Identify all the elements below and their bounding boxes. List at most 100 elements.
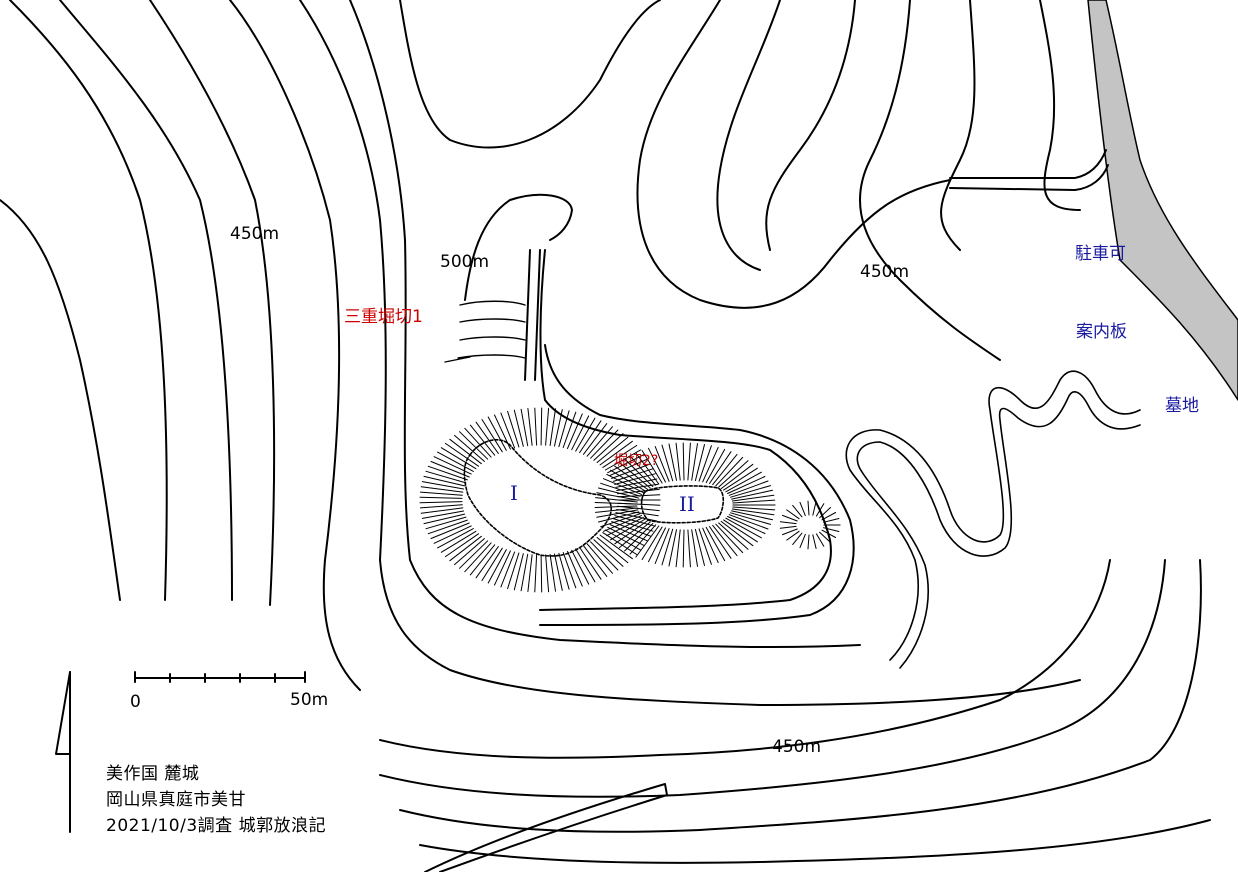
hachure-stroke	[718, 522, 749, 550]
hachure-stroke	[494, 550, 511, 586]
hachure-stroke	[723, 519, 758, 543]
hachure-stroke	[815, 503, 825, 517]
hachure-stroke	[464, 427, 492, 458]
contours-east	[399, 0, 1109, 361]
hachure-stroke	[554, 409, 563, 447]
hachure-stroke	[534, 554, 538, 593]
elevation-label-450-south: 450m	[772, 737, 822, 757]
hachure-stroke	[635, 452, 660, 485]
hachure-stroke	[728, 514, 769, 530]
hachure-stroke	[725, 517, 762, 539]
hachure-stroke	[596, 492, 639, 501]
hachure-stroke	[609, 458, 648, 476]
hachure-stroke	[449, 438, 482, 465]
hachure-stroke	[549, 554, 556, 592]
hachure-stroke	[481, 419, 503, 453]
hachure-stroke	[599, 534, 633, 560]
hachure-stroke	[481, 547, 503, 581]
hachure-stroke	[702, 527, 719, 564]
hachure-stroke	[648, 447, 666, 483]
bailey-1-outline	[463, 439, 613, 557]
hachure-stroke	[594, 505, 638, 508]
hachure-stroke	[614, 465, 649, 490]
hachure-stroke	[675, 442, 681, 481]
hachure-stroke	[815, 533, 825, 547]
hachure-stroke	[487, 416, 507, 451]
bailey-2-outline	[640, 485, 725, 524]
hachure-stroke	[730, 485, 771, 498]
hachure-stroke	[419, 496, 463, 499]
hachure-stroke	[779, 525, 797, 529]
hachure-stroke	[603, 515, 642, 532]
hachure-stroke	[430, 522, 470, 539]
hachure-stroke	[575, 417, 596, 452]
hachure-stroke	[459, 431, 489, 460]
hachure-stroke	[698, 445, 712, 482]
hachure-stroke	[419, 491, 463, 496]
hachure-stroke	[507, 410, 520, 448]
hachure-stroke	[812, 534, 817, 549]
hachure-stroke	[545, 554, 550, 593]
hachure-stroke	[694, 444, 705, 482]
hachure-stroke	[629, 455, 657, 486]
hachure-stroke	[687, 442, 691, 481]
hachure-stroke	[423, 475, 466, 487]
hachure-stroke	[712, 524, 738, 557]
hachure-stroke	[427, 465, 468, 481]
hachure-stroke	[603, 478, 642, 495]
hachure-stroke	[821, 529, 837, 538]
access-path	[845, 370, 1141, 661]
hachure-stroke	[668, 529, 677, 567]
hachure-stroke	[430, 461, 470, 478]
hachure-stroke	[562, 552, 577, 589]
hachure-stroke	[444, 533, 479, 558]
hachure-stroke	[732, 506, 776, 511]
hachure-stroke	[459, 540, 489, 569]
hachure-stroke	[610, 469, 646, 492]
hachure-stroke	[586, 543, 613, 574]
hachure-stroke	[540, 407, 543, 446]
elevation-label-450-east: 450m	[860, 262, 910, 282]
hachure-stroke	[821, 512, 837, 521]
hachure-stroke	[725, 471, 762, 493]
hachure-stroke	[604, 449, 642, 471]
southern-ridge-bar	[424, 783, 668, 872]
hachure-stroke	[600, 513, 641, 528]
hachure-stroke	[607, 453, 645, 474]
hachure-stroke	[507, 552, 520, 590]
hachure-stroke	[500, 551, 516, 588]
hachure-stroke	[469, 424, 496, 456]
hachure-stroke	[421, 510, 465, 519]
hachure-stroke	[731, 494, 775, 502]
hachure-stroke	[819, 531, 831, 543]
hachure-stroke	[709, 526, 732, 559]
hachure-stroke	[691, 443, 698, 481]
hachure-stroke	[720, 520, 754, 547]
hachure-stroke	[792, 504, 803, 518]
hachure-stroke	[619, 521, 651, 548]
hachure-stroke	[727, 516, 766, 534]
hachure-stroke	[705, 448, 726, 484]
hachure-stroke	[615, 512, 658, 522]
hachure-stroke	[624, 523, 654, 552]
elevation-label-450-west: 450m	[230, 224, 280, 244]
hachure-stroke	[730, 512, 771, 525]
hachure-stroke	[609, 524, 648, 542]
hachure-stroke	[731, 508, 775, 516]
summit-contours	[464, 193, 855, 626]
hachure-stroke	[500, 412, 516, 449]
hachure-stroke	[641, 526, 663, 560]
hachure-stroke	[571, 549, 590, 585]
hachure-stroke	[819, 507, 831, 519]
info-board-label: 案内板	[1076, 322, 1127, 342]
hachure-stroke	[598, 511, 640, 523]
hachure-stroke	[454, 434, 485, 462]
hachure-stroke	[614, 473, 656, 485]
bailey-2-label: II	[679, 492, 695, 516]
hachure-stroke	[641, 450, 663, 484]
hachure-stroke	[782, 514, 798, 522]
hachure-stroke	[668, 443, 677, 481]
hachure-stroke	[600, 482, 641, 497]
